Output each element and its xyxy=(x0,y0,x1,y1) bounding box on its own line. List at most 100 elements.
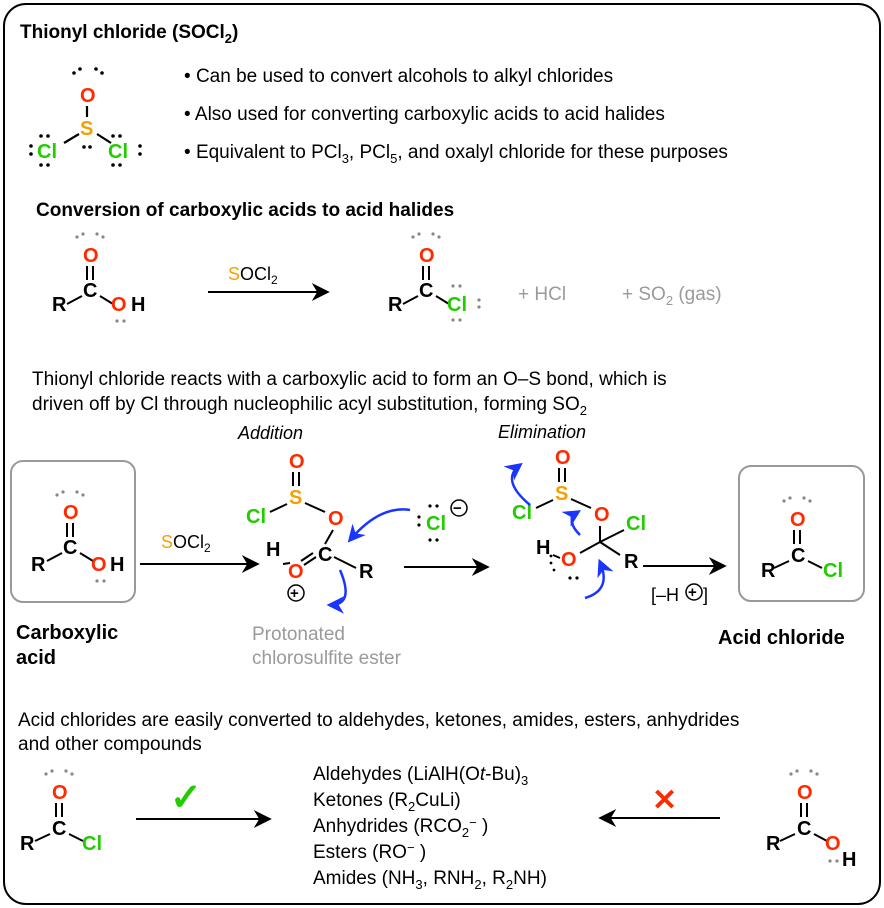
curved-arrow-carbonyl xyxy=(326,569,347,614)
svg-text:Cl: Cl xyxy=(426,513,446,535)
atom-cl-right: Cl xyxy=(108,141,128,163)
reagent-socl2-2: SOCl2 xyxy=(161,532,211,555)
acid-chloride-structure-2: O C R Cl xyxy=(761,496,843,582)
product-esters: Esters (RO− ) xyxy=(313,840,426,863)
carboxylic-acid-structure-2: O C R O H xyxy=(31,490,124,583)
curved-arrow-reform xyxy=(584,558,614,600)
curved-arrow-attack xyxy=(347,508,411,543)
bullet-3: • Equivalent to PCl3, PCl5, and oxalyl c… xyxy=(184,142,728,166)
elimination-label: Elimination xyxy=(498,422,586,442)
svg-text:O: O xyxy=(289,451,305,473)
product-anhydrides: Anhydrides (RCO2− ) xyxy=(313,815,488,840)
svg-text:R: R xyxy=(388,294,403,316)
section1-heading: Conversion of carboxylic acids to acid h… xyxy=(36,200,454,221)
svg-text:C: C xyxy=(797,818,811,840)
conversion-text-2: and other compounds xyxy=(18,734,202,755)
carboxylic-acid-structure-3: O C R O H xyxy=(766,769,856,871)
deprotonation-label: [–H xyxy=(651,585,679,605)
curved-arrow-leaving xyxy=(503,462,531,506)
svg-text:O: O xyxy=(288,561,304,583)
byproduct-so2: + SO2 (gas) xyxy=(622,284,722,308)
svg-text:O: O xyxy=(790,509,806,531)
svg-text:H: H xyxy=(266,539,280,561)
svg-text:O: O xyxy=(111,294,127,316)
svg-text:O: O xyxy=(328,508,344,530)
product-aldehydes: Aldehydes (LiAlH(Ot-Bu)3 xyxy=(313,764,528,788)
svg-text:+: + xyxy=(290,585,299,602)
cross-icon: ✕ xyxy=(652,784,677,817)
svg-text:C: C xyxy=(791,545,805,567)
svg-text:C: C xyxy=(83,280,97,302)
svg-text:H: H xyxy=(131,294,145,316)
svg-text:]: ] xyxy=(703,585,708,605)
svg-text:R: R xyxy=(359,561,374,583)
outer-frame xyxy=(3,3,881,905)
svg-text:O: O xyxy=(63,502,79,524)
svg-text:O: O xyxy=(797,782,813,804)
carboxylic-acid-label-1: Carboxylic xyxy=(16,622,118,644)
chloride-ion: Cl − xyxy=(417,499,468,542)
svg-text:Cl: Cl xyxy=(823,560,843,582)
intermediate-label-1: Protonated xyxy=(252,624,345,645)
conversion-text-1: Acid chlorides are easily converted to a… xyxy=(18,710,739,731)
page-title: Thionyl chloride (SOCl2) xyxy=(20,22,238,46)
svg-text:S: S xyxy=(555,483,568,505)
svg-text:Cl: Cl xyxy=(246,506,266,528)
svg-text:Cl: Cl xyxy=(82,833,102,855)
lone-pairs xyxy=(29,67,142,167)
svg-text:Cl: Cl xyxy=(512,502,532,524)
svg-text:O: O xyxy=(52,782,68,804)
mechanism-text-1: Thionyl chloride reacts with a carboxyli… xyxy=(32,369,667,390)
acid-chloride-label: Acid chloride xyxy=(718,627,845,649)
bullet-list: • Can be used to convert alcohols to alk… xyxy=(184,66,728,166)
svg-text:C: C xyxy=(419,280,433,302)
curved-arrow-so-bond xyxy=(561,510,581,536)
tetrahedral-intermediate-structure: O S Cl O Cl R O H xyxy=(512,447,646,580)
svg-text:O: O xyxy=(91,554,107,576)
atom-cl-left: Cl xyxy=(37,141,57,163)
acid-chloride-box xyxy=(738,465,865,602)
svg-text:+: + xyxy=(688,584,697,601)
svg-text:R: R xyxy=(761,560,776,582)
carboxylic-acid-label-2: acid xyxy=(16,647,56,669)
svg-text:C: C xyxy=(63,537,77,559)
svg-text:O: O xyxy=(825,833,841,855)
mechanism-text-2: driven off by Cl through nucleophilic ac… xyxy=(32,394,587,418)
carboxylic-acid-box xyxy=(10,460,136,603)
svg-text:R: R xyxy=(31,554,46,576)
svg-text:C: C xyxy=(318,544,332,566)
product-amides: Amides (NH3, RNH2, R2NH) xyxy=(313,868,547,892)
products-list: Aldehydes (LiAlH(Ot-Bu)3 Ketones (R2CuLi… xyxy=(313,764,547,892)
byproduct-hcl: + HCl xyxy=(518,284,566,305)
bullet-2: • Also used for converting carboxylic ac… xyxy=(184,104,665,125)
svg-text:C: C xyxy=(52,818,66,840)
acid-chloride-structure-3: O C R Cl xyxy=(20,769,102,855)
bullet-1: • Can be used to convert alcohols to alk… xyxy=(184,66,613,87)
svg-text:R: R xyxy=(52,294,67,316)
carboxylic-acid-structure-1: O C R O H xyxy=(52,232,145,323)
svg-text:R: R xyxy=(20,833,35,855)
svg-text:H: H xyxy=(842,849,856,871)
addition-label: Addition xyxy=(237,423,303,443)
reagent-socl2-1: SOCl2 xyxy=(228,264,278,287)
chlorosulfite-ester-structure: O S Cl O C R O H + xyxy=(246,451,374,602)
svg-text:O: O xyxy=(83,245,99,267)
atom-s: S xyxy=(80,118,93,140)
svg-text:H: H xyxy=(536,537,550,559)
svg-text:R: R xyxy=(766,833,781,855)
svg-text:Cl: Cl xyxy=(447,294,467,316)
check-icon: ✓ xyxy=(170,777,202,819)
thionyl-chloride-structure: O S Cl Cl xyxy=(29,67,142,167)
svg-text:O: O xyxy=(594,504,610,526)
product-ketones: Ketones (R2CuLi) xyxy=(313,790,461,814)
atom-o: O xyxy=(80,85,96,107)
svg-text:R: R xyxy=(624,551,639,573)
svg-text:Cl: Cl xyxy=(626,513,646,535)
svg-text:H: H xyxy=(110,554,124,576)
svg-text:O: O xyxy=(561,549,577,571)
svg-text:O: O xyxy=(555,447,571,469)
svg-text:S: S xyxy=(289,487,302,509)
intermediate-label-2: chlorosulfite ester xyxy=(252,648,402,669)
